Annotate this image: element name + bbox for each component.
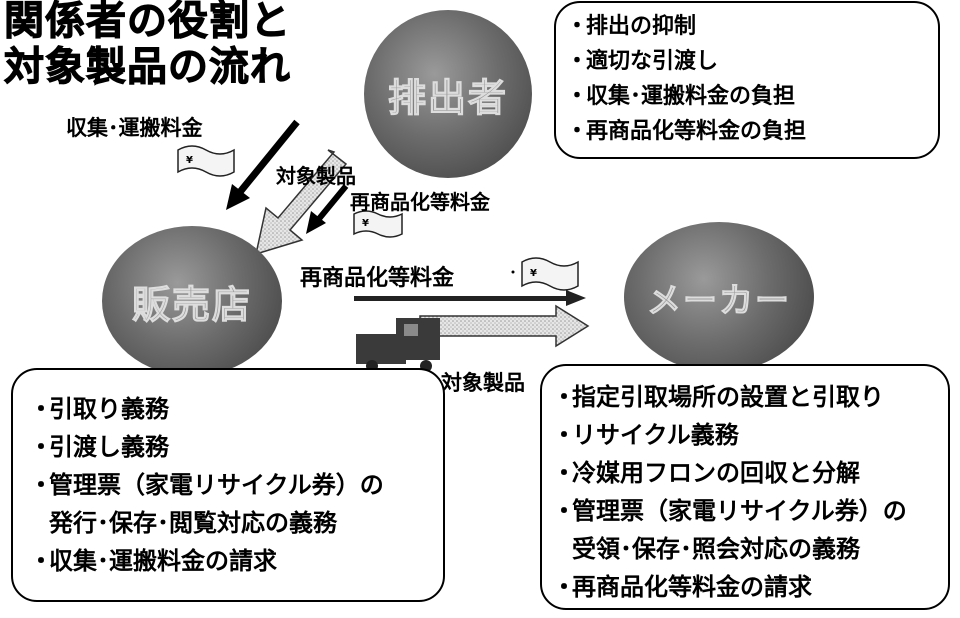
retailer-role-item: 発行･保存･閲覧対応の義務 (49, 509, 337, 537)
recycling-fee-label-2: 再商品化等料金 (300, 266, 455, 291)
actor-discharger-label: 排出者 (387, 75, 508, 120)
svg-text:¥: ¥ (186, 155, 193, 166)
banknote-icon: ¥ (177, 145, 235, 177)
banknote-icon: ¥ (353, 210, 403, 238)
maker-role-item: 管理票（家電リサイクル券）の (552, 492, 948, 530)
maker-role-item: 再商品化等料金の請求 (552, 568, 948, 606)
banknote-icon: ¥ (521, 257, 579, 291)
product-label-1: 対象製品 (276, 164, 356, 188)
maker-role-item: リサイクル義務 (552, 416, 948, 454)
recycling-fee-label-1: 再商品化等料金 (350, 190, 490, 214)
discharger-role-item: 再商品化等料金の負担 (566, 114, 938, 149)
maker-roles-box: 指定引取場所の設置と引取り リサイクル義務 冷媒用フロンの回収と分解 管理票（家… (540, 364, 950, 610)
retailer-role-item: 引取り義務 (29, 390, 443, 428)
collection-fee-arrow (226, 119, 300, 210)
collection-fee-label: 収集･運搬料金 (66, 116, 203, 140)
product-arrow-2 (419, 304, 590, 348)
maker-role-item: 冷媒用フロンの回収と分解 (552, 454, 948, 492)
maker-role-item: 指定引取場所の設置と引取り (552, 378, 948, 416)
actor-retailer-label: 販売店 (131, 282, 252, 327)
title-line-1: 関係者の役割と (4, 0, 291, 45)
discharger-role-item: 排出の抑制 (566, 9, 938, 44)
actor-discharger: 排出者 (364, 10, 532, 178)
discharger-role-item: 収集･運搬料金の負担 (566, 79, 938, 114)
page-title: 関係者の役割と 対象製品の流れ (4, 0, 291, 91)
actor-maker-label: メーカー (647, 280, 791, 321)
retailer-role-item: 引渡し義務 (29, 428, 443, 466)
discharger-role-item: 適切な引渡し (566, 44, 938, 79)
recycling-fee-arrow-2 (354, 290, 586, 306)
svg-text:¥: ¥ (362, 218, 369, 229)
truck-icon (356, 318, 440, 372)
svg-text:¥: ¥ (530, 268, 537, 279)
maker-role-item: 受領･保存･照会対応の義務 (572, 535, 860, 563)
discharger-roles-box: 排出の抑制 適切な引渡し 収集･運搬料金の負担 再商品化等料金の負担 (554, 1, 940, 159)
retailer-role-item: 収集･運搬料金の請求 (29, 542, 443, 580)
actor-retailer: 販売店 (102, 226, 282, 376)
title-line-2: 対象製品の流れ (4, 44, 291, 91)
retailer-role-item: 管理票（家電リサイクル券）の (29, 466, 443, 504)
recycling-fee-arrow-1 (306, 184, 349, 234)
actor-maker: メーカー (624, 222, 814, 372)
product-label-2: 対象製品 (441, 371, 525, 395)
retailer-roles-box: 引取り義務 引渡し義務 管理票（家電リサイクル券）の 発行･保存･閲覧対応の義務… (11, 368, 445, 602)
